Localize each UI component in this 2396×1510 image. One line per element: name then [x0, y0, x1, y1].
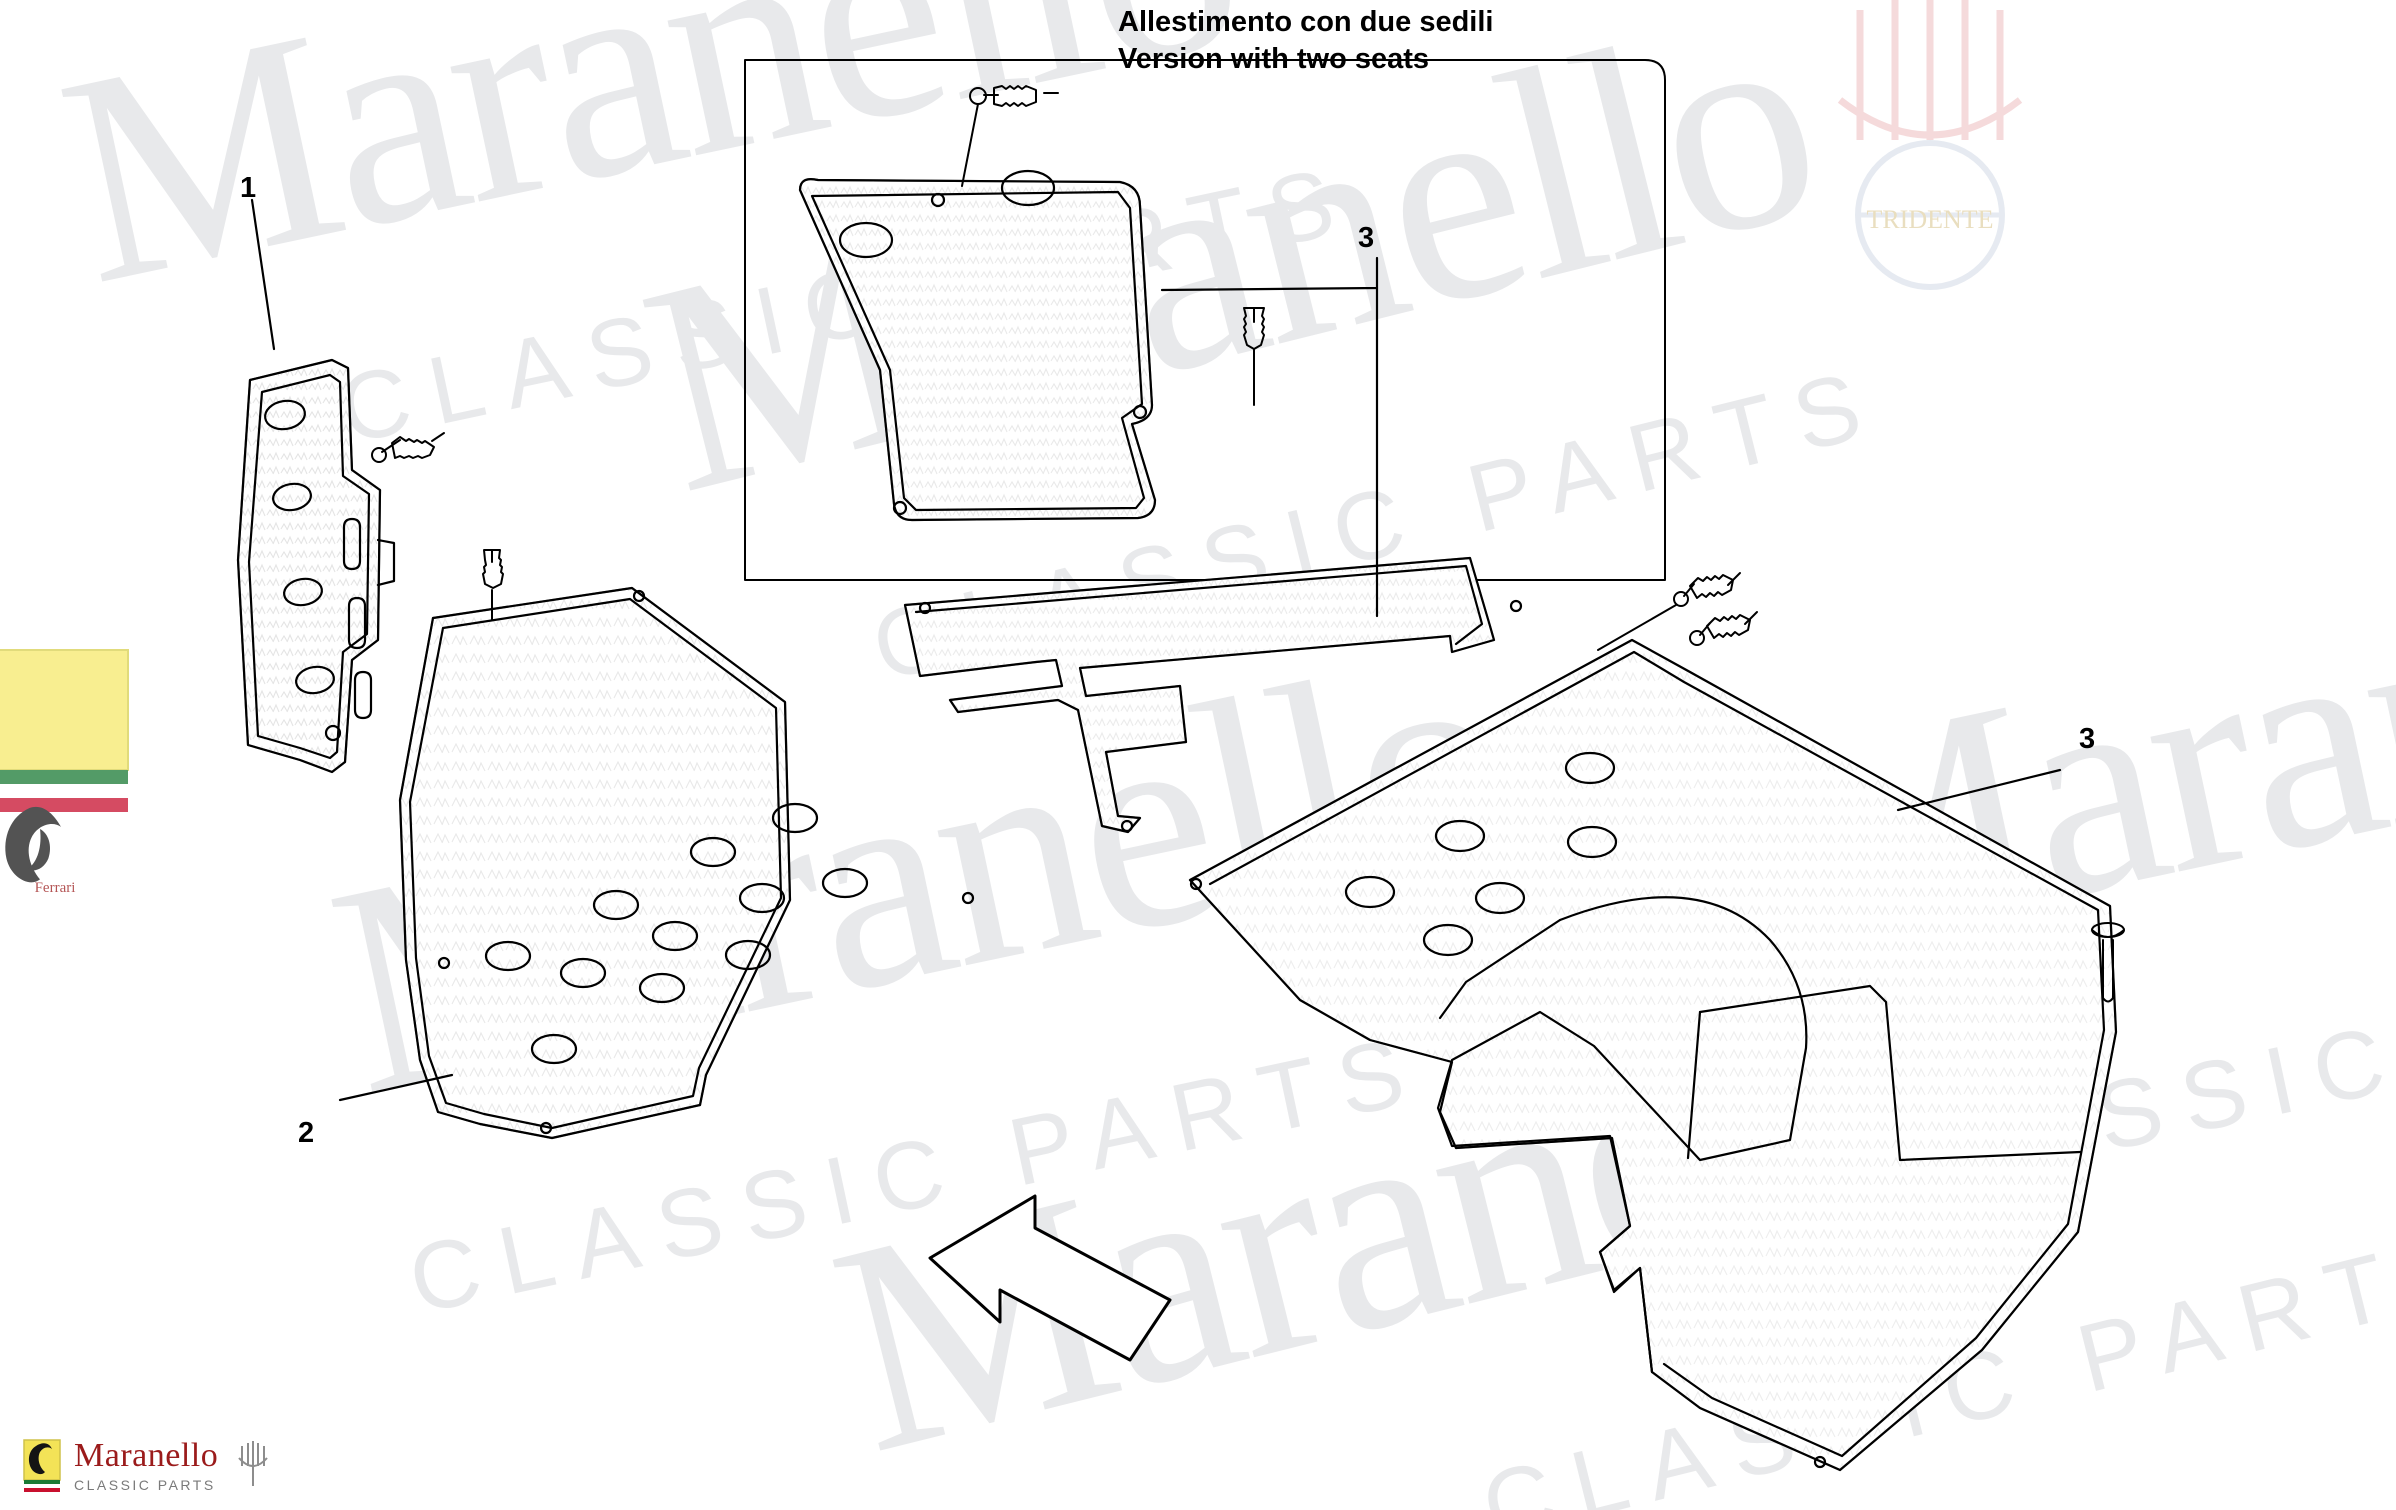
leader-line-2: [338, 1073, 454, 1102]
screw-part-3a-top: [961, 85, 1059, 187]
screw-part-3c-a: [1597, 572, 1741, 651]
screw-part-3c-b: [1689, 611, 1758, 646]
callout-number-2: 2: [298, 1117, 315, 1149]
maserati-trident-icon: [238, 1441, 268, 1486]
ferrari-shield-icon: [23, 1439, 61, 1492]
part-2-floor-mat: [398, 586, 975, 1140]
diagram-title-it: Allestimento con due sedili: [1118, 6, 1494, 38]
leader-line-1: [250, 198, 276, 351]
part-1-footrest-plate: [236, 358, 396, 774]
callout-number-3a: 3: [1358, 222, 1375, 254]
brand-block: Maranello CLASSIC PARTS: [22, 1438, 270, 1492]
leader-line-3b: [1896, 768, 2062, 812]
callout-number-3b: 3: [2079, 723, 2096, 755]
screw-part-2: [482, 549, 504, 621]
part-3b-rear-floor-panel: [903, 556, 1523, 834]
brand-tagline: CLASSIC PARTS: [74, 1476, 216, 1493]
leader-line-3a: [1160, 256, 1379, 618]
part-3a-rear-panel: [798, 169, 1157, 522]
brand-name: Maranello: [74, 1436, 219, 1474]
part-3c-rear-mat: [1188, 638, 2118, 1472]
screw-part-1: [371, 432, 445, 463]
fastener-rivet-right: [2091, 922, 2125, 1003]
direction-arrow: [928, 1194, 1172, 1362]
screw-part-3a-right: [1243, 307, 1265, 406]
callout-number-1: 1: [240, 172, 257, 204]
two-seat-version-frame: [744, 59, 1666, 581]
